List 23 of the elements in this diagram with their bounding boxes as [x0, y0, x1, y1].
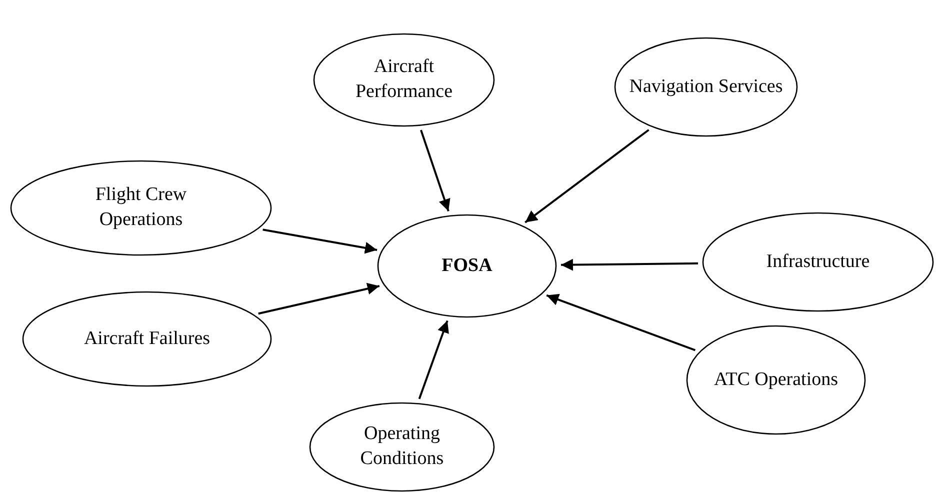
- ellipse-node: [313, 33, 495, 127]
- ellipse-node: [702, 212, 934, 312]
- node-label: Infrastructure: [766, 250, 870, 274]
- node-label: Flight Crew Operations: [94, 183, 188, 232]
- arrow: [560, 258, 698, 271]
- ellipse-node: [614, 37, 798, 137]
- node-label: Navigation Services: [629, 74, 783, 99]
- ellipse-node: [377, 214, 557, 318]
- ellipse-node: [686, 325, 866, 435]
- node-label: Operating Conditions: [359, 422, 445, 471]
- arrow: [258, 282, 380, 315]
- arrow: [418, 320, 449, 400]
- node-label: Aircraft Performance: [354, 55, 454, 104]
- arrow: [546, 294, 696, 352]
- arrow: [262, 228, 378, 254]
- ellipse-node: [10, 160, 272, 256]
- ellipse-node: [22, 291, 272, 387]
- arrow: [524, 129, 650, 224]
- arrow: [420, 130, 450, 212]
- node-label: FOSA: [442, 254, 492, 278]
- node-label: ATC Operations: [714, 368, 838, 392]
- ellipse-node: [309, 402, 495, 492]
- node-label: Aircraft Failures: [84, 326, 210, 351]
